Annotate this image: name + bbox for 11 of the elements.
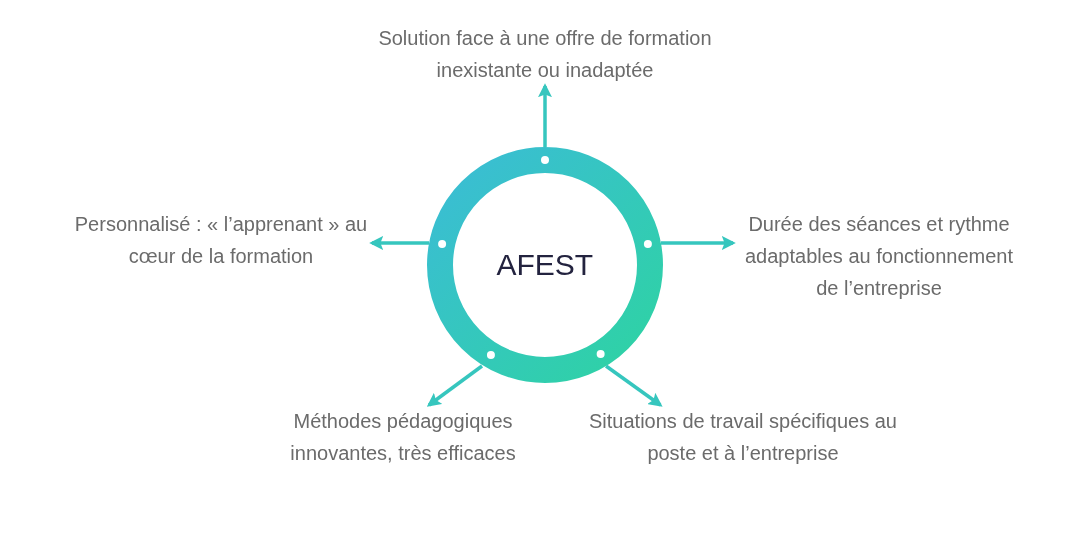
benefit-text: Solution face à une offre de formation inexistante ou inadaptée [377, 26, 713, 83]
center-label: AFEST [496, 247, 594, 283]
benefit-text: Personnalisé : « l’apprenant » au cœur de la formation [73, 212, 369, 269]
arrow [426, 364, 484, 407]
arrow [369, 236, 429, 250]
benefit-text: Durée des séances et rythme adaptables au fonctionnement de l’entreprise [744, 212, 1014, 301]
arrow [538, 83, 552, 147]
benefit-text: Méthodes pédagogiques innovantes, très efficaces [289, 409, 517, 466]
arrow [661, 236, 736, 250]
benefit-text: Situations de travail spécifiques au poste et à l’entreprise [588, 409, 898, 466]
arrow [604, 364, 663, 407]
